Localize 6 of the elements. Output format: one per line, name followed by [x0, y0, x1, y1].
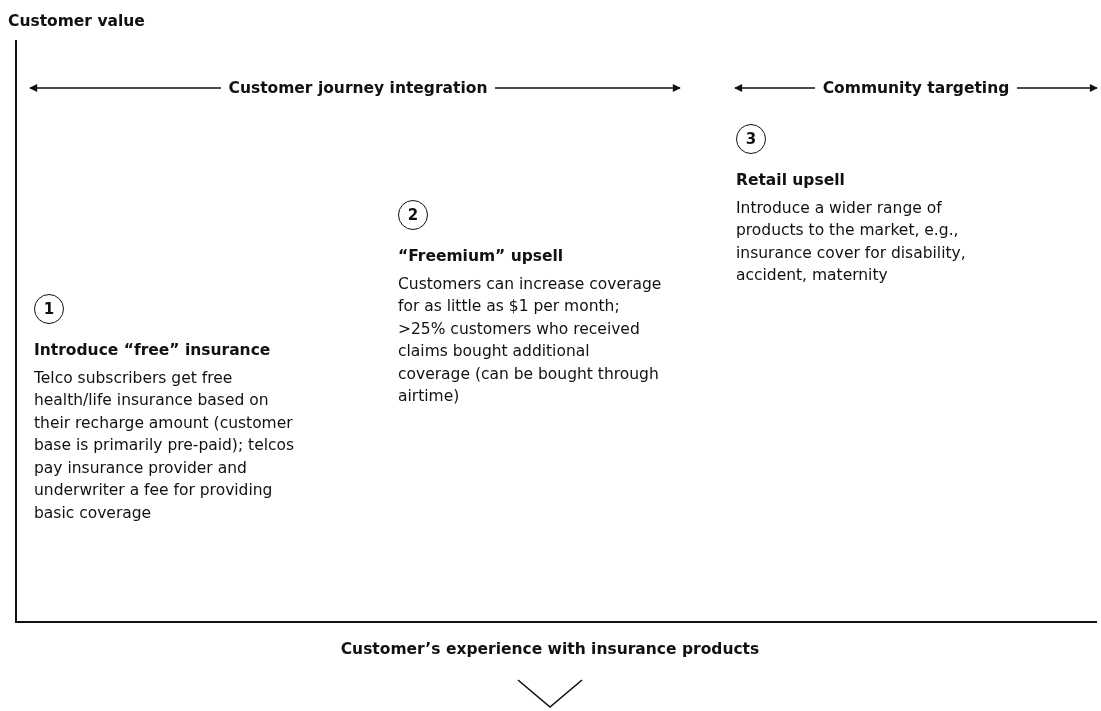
- step-description: Customers can increase coverage for as little as $1 per month; >25% customers who received claims bought additional coverage (can be bought through airtime): [398, 273, 663, 407]
- step-heading: Retail upsell: [736, 170, 846, 191]
- step-description: Introduce a wider range of products to the market, e.g., insurance cover for disability, accident, maternity: [736, 197, 967, 286]
- step-heading: “Freemium” upsell: [398, 246, 565, 267]
- step-heading: Introduce “free” insurance: [34, 340, 272, 361]
- step-description: Telco subscribers get free health/life insurance based on their recharge amount (customer base is primarily pre-paid); telcos pay insurance provider and underwriter a fee for providing basic coverage: [34, 367, 296, 524]
